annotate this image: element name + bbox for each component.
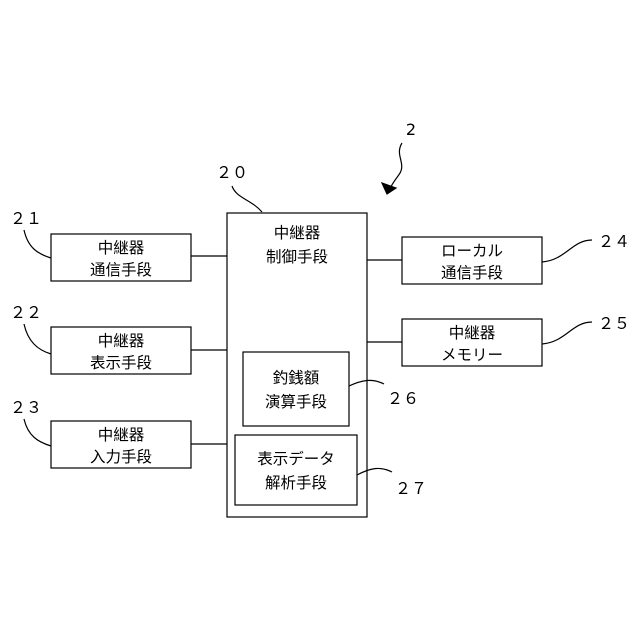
left-block-23-leader [24,419,51,446]
right-block-25-leader [542,322,592,344]
inner-block-26-line2: 演算手段 [265,392,327,411]
inner-block-27-line1: 表示データ [257,449,335,468]
left-block-22-ref: ２２ [10,303,42,322]
left-block-23: 中継器 入力手段 [51,421,191,468]
right-block-25: 中継器 メモリー [402,319,542,366]
inner-block-26-ref: ２６ [387,389,419,408]
inner-block-26-box [243,352,349,426]
inner-block-26-line1: 釣銭額 [273,369,320,387]
inner-block-27-box [235,435,357,505]
left-block-22-line1: 中継器 [98,332,145,350]
system-ref-arrow-line [388,143,402,192]
left-block-21-leader [24,230,51,258]
controller-line1: 中継器 [274,224,321,242]
left-block-22-line2: 表示手段 [90,354,152,372]
right-block-25-line2: メモリー [441,346,503,364]
controller-line2: 制御手段 [266,248,328,266]
left-block-21-line1: 中継器 [98,239,145,257]
left-block-23-ref: ２３ [10,398,42,417]
system-ref-arrowhead [382,183,396,194]
left-block-21-ref: ２１ [10,209,42,228]
inner-block-27-ref: ２７ [395,479,427,498]
controller-leader [232,186,262,212]
left-block-22-leader [24,324,51,354]
right-block-24-ref: ２４ [598,232,630,251]
left-block-23-line2: 入力手段 [90,448,152,466]
left-block-22: 中継器 表示手段 [51,327,191,374]
left-block-21-line2: 通信手段 [90,261,152,279]
inner-block-27-line2: 解析手段 [265,474,327,492]
right-block-25-line1: 中継器 [449,324,496,342]
right-block-24-line1: ローカル [441,242,503,260]
inner-block-27: 表示データ 解析手段 [235,435,357,505]
right-block-25-ref: ２５ [598,314,630,333]
controller-ref-label: ２０ [216,163,248,182]
left-block-21: 中継器 通信手段 [51,234,191,281]
right-block-24-line2: 通信手段 [441,264,503,282]
system-ref-label: 2 [406,120,416,139]
right-block-24: ローカル 通信手段 [402,237,542,284]
right-block-24-leader [542,240,592,262]
left-block-23-line1: 中継器 [98,426,145,444]
inner-block-26: 釣銭額 演算手段 [243,352,349,426]
